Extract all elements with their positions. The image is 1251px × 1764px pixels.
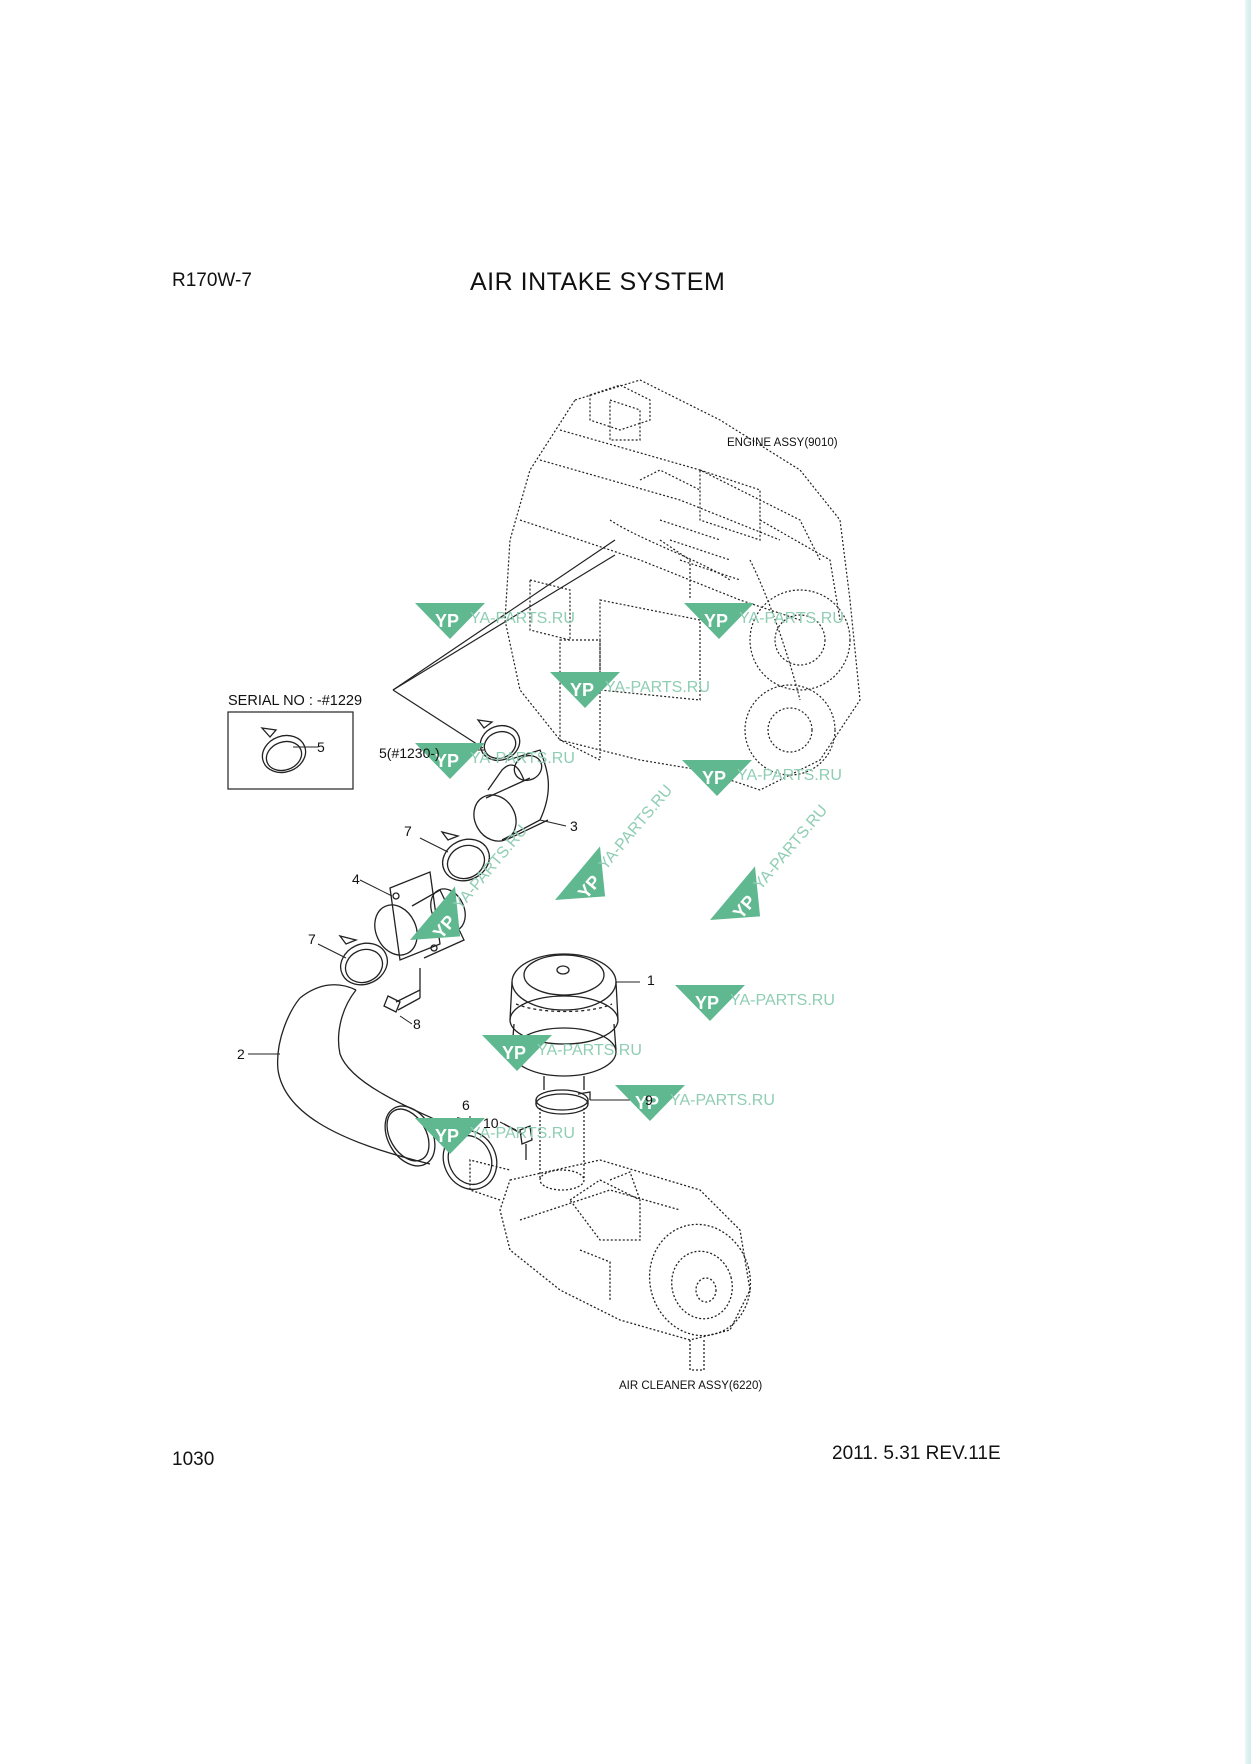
serial-box [227, 711, 354, 790]
watermark-5: YP YA-PARTS.RU [682, 760, 842, 796]
svg-text:YP: YP [702, 768, 726, 788]
watermark-6: YP YA-PARTS.RU [555, 782, 676, 903]
watermark-11: YP YA-PARTS.RU [615, 1085, 775, 1121]
callout-10: 10 [483, 1115, 499, 1131]
svg-text:YP: YP [704, 611, 728, 631]
svg-text:YP: YP [570, 680, 594, 700]
svg-text:YA-PARTS.RU: YA-PARTS.RU [670, 1092, 775, 1109]
page-edge [1245, 0, 1251, 1764]
clamp-7-upper [440, 830, 490, 882]
svg-text:YP: YP [502, 1043, 526, 1063]
leader-lines [392, 539, 616, 749]
watermark-4: YP YA-PARTS.RU [415, 743, 575, 779]
watermark-9: YP YA-PARTS.RU [675, 985, 835, 1021]
watermark-3: YP YA-PARTS.RU [550, 672, 710, 708]
air-cleaner-assy-label: AIR CLEANER ASSY(6220) [619, 1380, 763, 1392]
callout-3: 3 [570, 818, 578, 834]
clamp-7-lower [338, 934, 388, 986]
svg-text:YP: YP [435, 751, 459, 771]
revision-date: 2011. 5.31 REV.11E [832, 1443, 1001, 1464]
watermark-group: YP YA-PARTS.RU YP YA-PARTS.RU YP YA-PART… [410, 603, 844, 1154]
svg-text:YA-PARTS.RU: YA-PARTS.RU [470, 750, 575, 767]
watermark-7: YP YA-PARTS.RU [710, 802, 831, 923]
svg-text:YA-PARTS.RU: YA-PARTS.RU [470, 610, 575, 627]
callout-7-lower: 7 [308, 931, 316, 947]
clamp-5-box [260, 727, 307, 774]
model-code: R170W-7 [172, 270, 252, 291]
callout-6: 6 [462, 1097, 470, 1113]
air-cleaner-outline [469, 1108, 752, 1371]
svg-text:YA-PARTS.RU: YA-PARTS.RU [751, 802, 831, 893]
svg-text:YA-PARTS.RU: YA-PARTS.RU [739, 610, 844, 627]
bolt-8 [383, 968, 421, 1013]
svg-text:YA-PARTS.RU: YA-PARTS.RU [737, 767, 842, 784]
hose-2 [276, 984, 451, 1167]
hose-3 [473, 749, 550, 842]
svg-text:YP: YP [435, 1126, 459, 1146]
engine-assy-label: ENGINE ASSY(9010) [727, 437, 838, 449]
svg-text:YA-PARTS.RU: YA-PARTS.RU [537, 1042, 642, 1059]
watermark-12: YP YA-PARTS.RU [415, 1118, 575, 1154]
watermark-1: YP YA-PARTS.RU [415, 603, 575, 639]
svg-text:YP: YP [695, 993, 719, 1013]
svg-text:YP: YP [435, 611, 459, 631]
svg-text:YA-PARTS.RU: YA-PARTS.RU [470, 1125, 575, 1142]
precleaner-1 [509, 953, 619, 1090]
callout-9: 9 [645, 1092, 653, 1108]
svg-text:YA-PARTS.RU: YA-PARTS.RU [451, 822, 531, 913]
serial-no-label: SERIAL NO : -#1229 [228, 693, 363, 709]
engine-outline [504, 379, 861, 791]
callout-2: 2 [237, 1046, 245, 1062]
svg-text:YA-PARTS.RU: YA-PARTS.RU [730, 992, 835, 1009]
watermark-2: YP YA-PARTS.RU [684, 603, 844, 639]
page-number: 1030 [172, 1449, 215, 1470]
watermark-10: YP YA-PARTS.RU [482, 1035, 642, 1071]
callout-7-upper: 7 [404, 823, 412, 839]
callout-5-serial: 5(#1230-) [379, 745, 440, 761]
callout-8: 8 [413, 1016, 421, 1032]
svg-text:YP: YP [635, 1093, 659, 1113]
svg-text:YA-PARTS.RU: YA-PARTS.RU [596, 782, 676, 873]
callout-1: 1 [647, 972, 655, 988]
callout-4: 4 [352, 871, 360, 887]
clamp-9 [535, 1089, 591, 1115]
callout-5-box: 5 [317, 739, 325, 755]
svg-text:YA-PARTS.RU: YA-PARTS.RU [605, 679, 710, 696]
page-title: AIR INTAKE SYSTEM [470, 268, 726, 296]
